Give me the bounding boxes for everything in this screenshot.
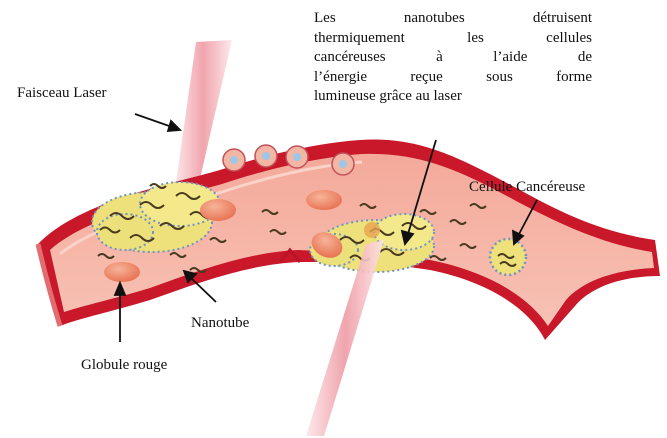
caption: Les nanotubes détruisent thermiquement l… <box>314 9 592 107</box>
caption-line: lumineuse grâce au laser <box>314 87 592 107</box>
caption-line: thermiquement les cellules <box>314 29 592 49</box>
caption-line: cancéreuses à l’aide de <box>314 48 592 68</box>
laser-arrow <box>135 114 180 131</box>
red-blood-cell <box>200 199 236 221</box>
red-cell-label: Globule rouge <box>81 356 167 374</box>
red-blood-cell <box>306 190 342 210</box>
caption-line: Les nanotubes détruisent <box>314 9 592 29</box>
nanotube-label: Nanotube <box>191 314 249 332</box>
cancer-cell-label: Cellule Cancéreuse <box>469 178 585 196</box>
caption-line: l’énergie reçue sous forme <box>314 68 592 88</box>
laser-label: Faisceau Laser <box>17 84 107 102</box>
red-cell-arrow <box>115 283 125 342</box>
red-blood-cell <box>104 262 140 282</box>
laser-beam-lower <box>306 240 384 436</box>
cancer-cell <box>490 239 526 275</box>
